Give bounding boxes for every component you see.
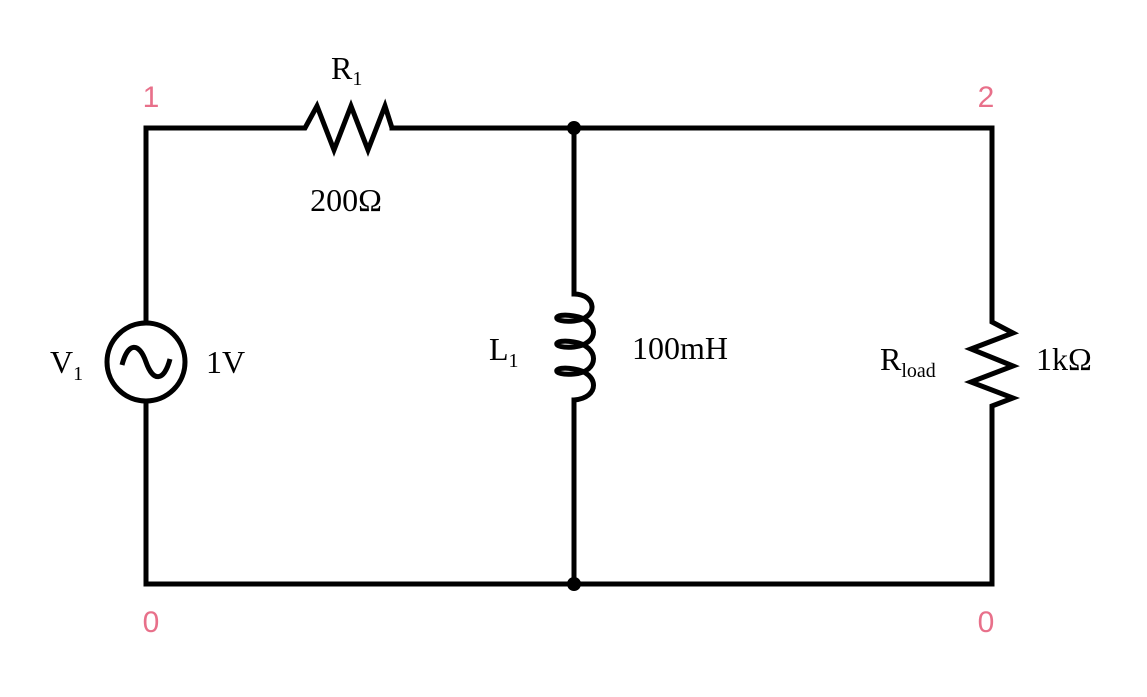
l1-value-label: 100mH — [632, 330, 728, 366]
resistor-rload-icon — [963, 316, 1021, 414]
l1-name-label: L1 — [489, 331, 519, 372]
node-label-0-left: 0 — [143, 606, 160, 639]
v1-name-label: V1 — [50, 344, 83, 385]
r1-name-label: R1 — [331, 50, 362, 90]
v1-value-label: 1V — [206, 344, 245, 380]
ac-sine-icon — [119, 344, 173, 380]
r1-value-label: 200Ω — [310, 182, 382, 218]
rload-name-label: Rload — [880, 341, 936, 382]
inductor-coil-icon — [554, 291, 596, 403]
rload-value-label: 1kΩ — [1036, 341, 1092, 377]
l1-name: L — [489, 331, 509, 367]
ac-source-v1 — [104, 287, 188, 407]
v1-name: V — [50, 344, 73, 380]
ac-source-circle-icon — [104, 320, 188, 404]
node-label-2: 2 — [978, 81, 995, 114]
r1-subscript: 1 — [352, 68, 362, 90]
resistor-r1-icon — [296, 98, 395, 157]
rload-subscript: load — [901, 360, 935, 382]
wires — [143, 125, 995, 587]
l1-subscript: 1 — [509, 350, 519, 372]
junction-dot-bottom — [567, 577, 581, 591]
node-label-1: 1 — [143, 81, 160, 114]
junction-dot-top — [567, 121, 581, 135]
rload-name: R — [880, 341, 902, 377]
node-label-0-right: 0 — [978, 606, 995, 639]
v1-subscript: 1 — [73, 363, 83, 385]
inductor-l1 — [554, 291, 596, 403]
r1-name: R — [331, 50, 353, 86]
